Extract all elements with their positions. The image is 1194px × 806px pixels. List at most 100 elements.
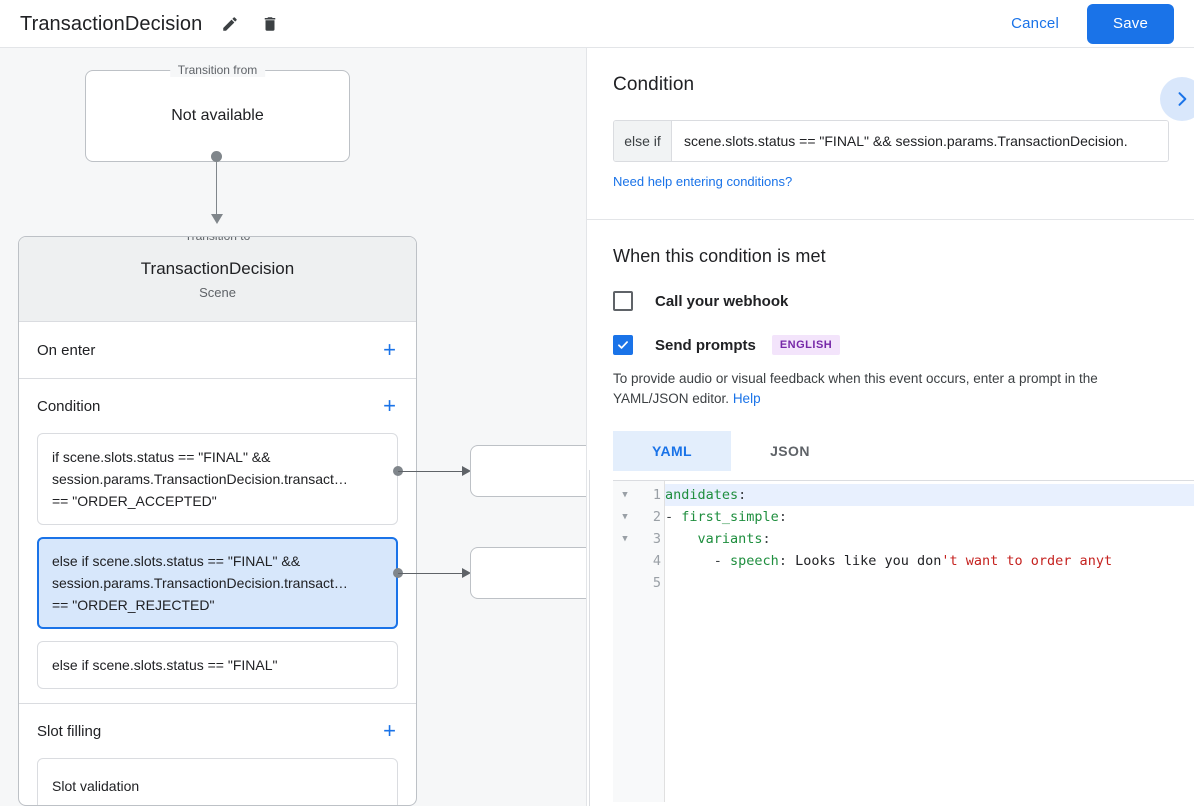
top-bar: TransactionDecision Cancel Save [0, 0, 1194, 48]
code-token: : [762, 531, 771, 547]
language-badge: ENGLISH [771, 335, 841, 355]
condition-input[interactable] [672, 121, 1168, 161]
chevron-right-icon-glyph [1178, 92, 1187, 106]
connector-arrowhead-icon [211, 214, 223, 224]
condition-line: session.params.TransactionDecision.trans… [52, 575, 348, 591]
section-slot-filling-head: Slot filling + [37, 704, 398, 758]
slot-validation-item[interactable]: Slot validation [37, 758, 398, 805]
section-condition-title: Condition [37, 397, 101, 415]
add-slot-filling-button[interactable]: + [383, 718, 396, 743]
code-token: 't want to order anyt [941, 553, 1113, 569]
editor-fold-gutter[interactable]: ▼ ▼ ▼ [613, 481, 637, 802]
when-condition-met-heading: When this condition is met [613, 246, 826, 266]
transition-to-name: TransactionDecision [140, 258, 295, 278]
code-line[interactable]: andidates: [665, 484, 1194, 506]
editor-code-area[interactable]: andidates:- first_simple: variants: - sp… [665, 481, 1194, 802]
page-title: TransactionDecision [20, 12, 203, 35]
condition-line: else if scene.slots.status == "FINAL" [52, 657, 278, 673]
fold-toggle-icon[interactable]: ▼ [622, 534, 628, 544]
code-token: Looks like you don [795, 553, 942, 569]
save-button[interactable]: Save [1087, 3, 1174, 44]
transition-from-node[interactable]: Transition from Not available [85, 63, 350, 162]
code-token: variants [697, 531, 763, 547]
code-token [665, 531, 698, 547]
code-line[interactable] [665, 572, 1194, 594]
transition-to-header: TransactionDecision Scene [19, 237, 416, 322]
line-number: 4 [652, 553, 661, 569]
condition-line: session.params.TransactionDecision.trans… [52, 471, 348, 487]
code-line[interactable]: - first_simple: [665, 506, 1194, 528]
add-condition-button[interactable]: + [383, 393, 396, 418]
add-on-enter-button[interactable]: + [383, 337, 396, 362]
edge-arrowhead-icon [462, 568, 471, 578]
flow-canvas[interactable]: Transition from Not available Transition… [0, 48, 586, 806]
section-condition: Condition + if scene.slots.status == "FI… [19, 379, 416, 704]
fold-toggle-icon[interactable]: ▼ [622, 512, 628, 522]
code-line[interactable]: variants: [665, 528, 1194, 550]
code-token: andidates [665, 487, 739, 503]
condition-heading: Condition [613, 74, 695, 95]
condition-line: if scene.slots.status == "FINAL" && [52, 449, 271, 465]
line-number: 3 [652, 531, 661, 547]
condition-line: == "ORDER_REJECTED" [52, 597, 215, 613]
target-node-accepted[interactable] [470, 445, 586, 497]
code-token: - [665, 509, 682, 525]
transition-from-value: Not available [171, 107, 264, 124]
transition-to-legend: Transition to [176, 237, 259, 243]
section-on-enter-title: On enter [37, 341, 96, 359]
section-slot-filling-title: Slot filling [37, 722, 102, 740]
code-line[interactable]: - speech: Looks like you don't want to o… [665, 550, 1194, 572]
tab-json[interactable]: JSON [731, 431, 849, 471]
code-token: : [738, 487, 747, 503]
transition-from-legend: Transition from [169, 63, 266, 77]
fold-toggle-icon[interactable] [613, 572, 637, 594]
pencil-icon[interactable] [216, 10, 244, 38]
section-slot-filling: Slot filling + Slot validation [19, 704, 416, 805]
section-on-enter-head: On enter + [37, 322, 398, 378]
condition-line: else if scene.slots.status == "FINAL" && [52, 553, 301, 569]
section-on-enter: On enter + [19, 322, 416, 379]
code-token: - [665, 553, 731, 569]
checkmark-icon [618, 341, 628, 349]
trash-icon[interactable] [256, 10, 284, 38]
call-webhook-label: Call your webhook [655, 292, 789, 310]
edge-line [398, 573, 464, 574]
condition-item-order-accepted[interactable]: if scene.slots.status == "FINAL" && sess… [37, 433, 398, 525]
section-condition-head: Condition + [37, 379, 398, 433]
prompt-help-text: To provide audio or visual feedback when… [613, 369, 1168, 409]
condition-item-final[interactable]: else if scene.slots.status == "FINAL" [37, 641, 398, 689]
transition-to-node[interactable]: Transition to TransactionDecision Scene … [18, 236, 417, 806]
condition-section: Condition else if Need help entering con… [587, 48, 1194, 220]
fold-toggle-icon[interactable] [613, 550, 637, 572]
code-token: first_simple [681, 509, 779, 525]
cancel-button[interactable]: Cancel [997, 7, 1073, 40]
condition-help-link[interactable]: Need help entering conditions? [613, 174, 793, 189]
edge-line [398, 471, 464, 472]
topbar-actions: Cancel Save [997, 3, 1174, 44]
prompt-help-sentence: To provide audio or visual feedback when… [613, 371, 1098, 406]
send-prompts-label: Send prompts [655, 336, 756, 354]
target-node-rejected[interactable] [470, 547, 586, 599]
transition-to-subtitle: Scene [199, 284, 236, 300]
when-condition-met-section: When this condition is met Call your web… [587, 220, 1194, 802]
send-prompts-checkbox[interactable] [613, 335, 633, 355]
code-token: : [778, 553, 796, 569]
edge-arrowhead-icon [462, 466, 471, 476]
tab-yaml[interactable]: YAML [613, 431, 731, 471]
condition-input-row[interactable]: else if [613, 120, 1169, 162]
prompt-help-link[interactable]: Help [732, 391, 761, 406]
pencil-icon-glyph [223, 16, 238, 31]
line-number: 5 [652, 575, 661, 591]
chevron-right-icon[interactable] [1160, 77, 1194, 121]
line-number: 2 [652, 509, 661, 525]
code-token: : [778, 509, 787, 525]
fold-toggle-icon[interactable]: ▼ [622, 490, 628, 500]
webhook-row: Call your webhook [613, 291, 1168, 311]
code-token: speech [730, 553, 779, 569]
editor-right-border [589, 470, 590, 806]
condition-item-order-rejected[interactable]: else if scene.slots.status == "FINAL" &&… [37, 537, 398, 629]
condition-detail-panel: Condition else if Need help entering con… [586, 48, 1194, 806]
call-webhook-checkbox[interactable] [613, 291, 633, 311]
